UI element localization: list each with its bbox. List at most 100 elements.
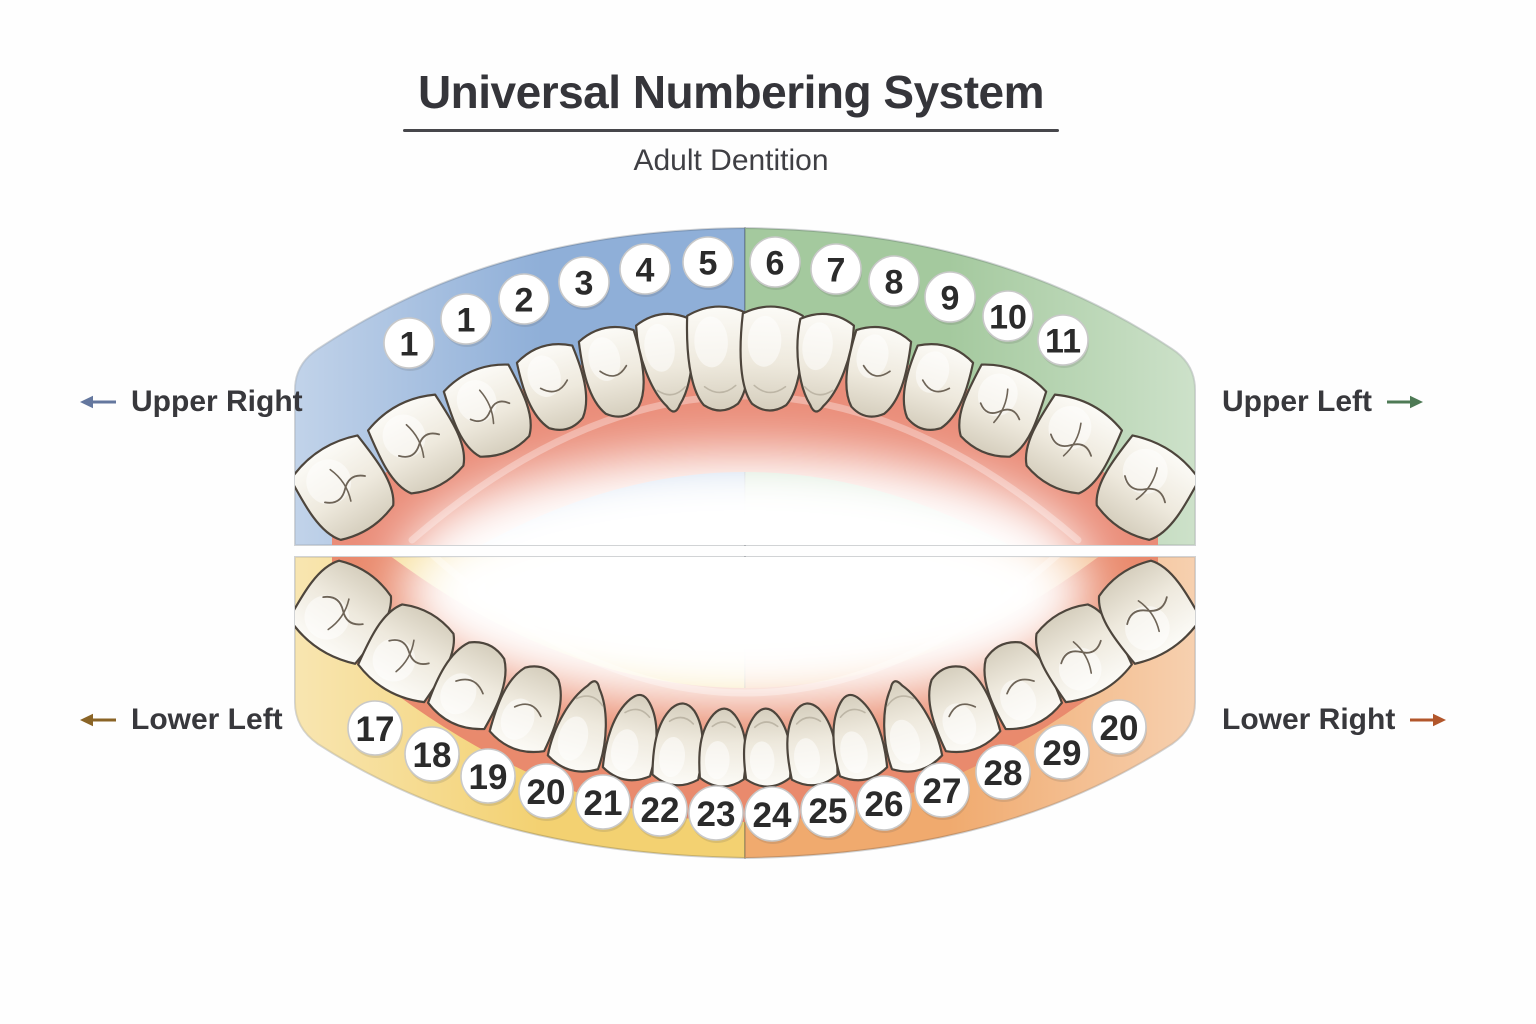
tooth-number-badge: 10: [982, 290, 1034, 344]
tooth-illustration-canine: [634, 312, 694, 413]
tooth-illustration-premolar: [515, 343, 588, 431]
tooth-number-text: 3: [575, 265, 594, 303]
tooth-number-badge: 28: [975, 744, 1031, 802]
title-underline: [403, 128, 1059, 132]
tooth-illustration-molar: [442, 363, 532, 458]
tooth-number-badge: 21: [575, 774, 631, 832]
tooth-illustration-premolar: [427, 641, 507, 731]
mouth-interior-glow: [400, 557, 1090, 707]
tooth-illustration-molar: [1097, 559, 1195, 665]
tooth-illustration-canine: [796, 312, 856, 413]
tooth-illustration-premolar: [577, 325, 645, 418]
tooth-number-text: 9: [941, 280, 960, 318]
tooth-number-text: 20: [1100, 709, 1139, 748]
tooth-illustration-incisor: [742, 707, 792, 788]
tooth-illustration-molar: [295, 559, 393, 665]
tooth-illustration-premolar: [488, 665, 562, 754]
tooth-number-text: 5: [699, 245, 718, 283]
tooth-number-text: 11: [1045, 323, 1081, 361]
tooth-illustration-molar: [366, 393, 466, 495]
header: Universal Numbering System Adult Dentiti…: [401, 66, 1061, 178]
tooth-number-badge: 20: [1091, 699, 1147, 757]
tooth-number-text: 20: [527, 773, 566, 812]
tooth-number-badge: 22: [632, 781, 688, 839]
quadrant-label-text: Upper Right: [131, 385, 303, 418]
tooth-number-text: 21: [584, 784, 623, 823]
tooth-illustration-lateral: [832, 693, 889, 782]
tooth-number-badge: 17: [347, 700, 403, 758]
tooth-number-text: 6: [766, 245, 785, 283]
tooth-number-badge: 23: [688, 785, 744, 843]
upper-left-quadrant-label: Upper Left: [1222, 385, 1423, 419]
tooth-number-badge: 4: [619, 243, 671, 297]
tooth-number-badge: 8: [868, 255, 920, 309]
tooth-number-text: 18: [413, 736, 452, 775]
tooth-number-badge: 18: [404, 726, 460, 784]
tooth-number-text: 28: [984, 754, 1023, 793]
tooth-illustration-premolar: [902, 343, 975, 431]
tooth-number-text: 27: [923, 772, 962, 811]
tooth-number-badge: 26: [856, 775, 912, 833]
tooth-number-badge: 9: [924, 271, 976, 325]
quadrant-label-text: Lower Right: [1222, 703, 1396, 736]
tooth-number-text: 7: [827, 252, 846, 290]
tooth-number-text: 10: [989, 299, 1027, 337]
tooth-illustration-incisor: [651, 702, 704, 787]
tooth-illustration-incisor: [685, 305, 751, 412]
tooth-number-text: 25: [809, 792, 848, 831]
tooth-illustration-molar: [1095, 434, 1195, 541]
tooth-number-text: 17: [356, 710, 395, 749]
upper-gum-highlight: [408, 392, 1082, 544]
mouth-interior-glow: [400, 452, 1090, 545]
tooth-number-text: 8: [885, 264, 904, 302]
tooth-number-text: 26: [865, 785, 904, 824]
tooth-illustration-molar: [357, 603, 456, 704]
tooth-number-text: 2: [515, 282, 534, 320]
tooth-number-badge: 25: [800, 782, 856, 840]
page-title: Universal Numbering System: [417, 66, 1045, 118]
tooth-number-badge: 11: [1037, 314, 1089, 368]
tooth-number-text: 24: [753, 796, 792, 835]
tooth-number-badge: 1: [440, 293, 492, 347]
tooth-number-text: 4: [636, 252, 655, 290]
tooth-number-text: 29: [1043, 734, 1082, 773]
lower-tooth-numbers: 17 18 19 20 21 22 23 24 25 26 27 28 29 20: [347, 699, 1147, 844]
tooth-number-badge: 7: [810, 243, 862, 297]
tooth-illustration-molar: [958, 363, 1048, 458]
right-arrow-icon: [1387, 395, 1423, 409]
tooth-number-badge: 3: [558, 256, 610, 310]
tooth-number-text: 22: [641, 791, 680, 830]
tooth-number-text: 19: [469, 758, 508, 797]
upper-right-quadrant-label: Upper Right: [80, 385, 303, 419]
quadrant-label-text: Lower Left: [131, 703, 283, 736]
left-arrow-icon: [80, 713, 116, 727]
tooth-number-badge: 20: [518, 763, 574, 821]
tooth-illustration-incisor: [698, 707, 748, 788]
lower-arch: [295, 557, 1195, 822]
tooth-number-badge: 2: [498, 273, 550, 327]
lower-right-quadrant-label: Lower Right: [1222, 703, 1447, 737]
tooth-number-badge: 1: [383, 317, 435, 371]
tooth-number-badge: 27: [914, 762, 970, 820]
tooth-illustration-lateral: [601, 693, 658, 782]
tooth-number-text: 1: [457, 302, 476, 340]
tooth-number-badge: 19: [460, 748, 516, 806]
left-arrow-icon: [80, 395, 116, 409]
tooth-number-text: 23: [697, 795, 736, 834]
page-subtitle: Adult Dentition: [633, 143, 829, 177]
tooth-illustration-premolar: [845, 325, 913, 418]
tooth-number-badge: 6: [749, 236, 801, 290]
tooth-illustration-incisor: [786, 702, 839, 787]
tooth-illustration-premolar: [928, 665, 1002, 754]
quadrant-label-text: Upper Left: [1222, 385, 1372, 418]
tooth-illustration-molar: [295, 434, 395, 541]
tooth-illustration-incisor: [739, 305, 805, 412]
lower-left-quadrant-label: Lower Left: [80, 703, 283, 737]
tooth-number-text: 1: [400, 326, 419, 364]
right-arrow-icon: [1410, 713, 1447, 727]
tooth-number-badge: 24: [744, 786, 800, 844]
tooth-number-badge: 29: [1034, 724, 1090, 782]
